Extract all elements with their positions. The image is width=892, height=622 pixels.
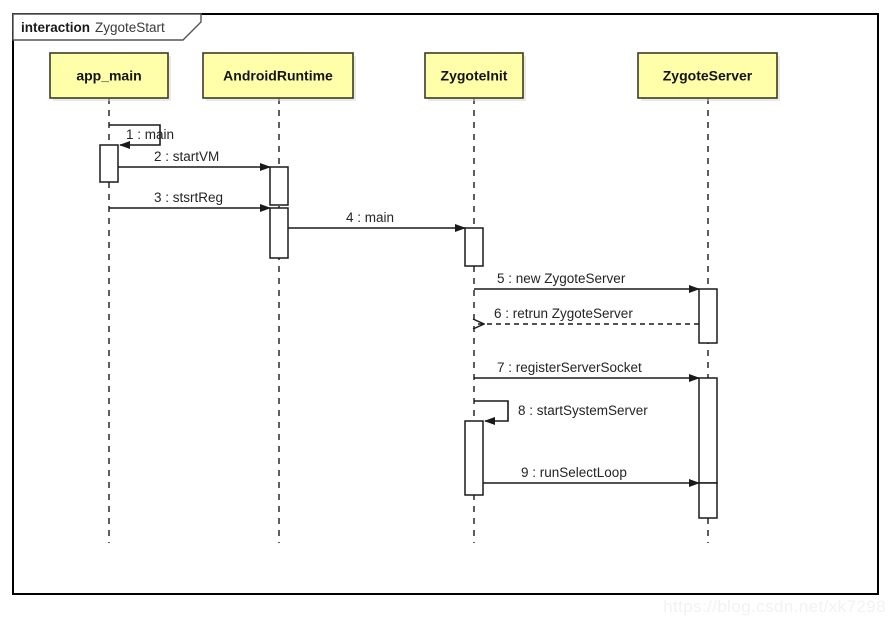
activation-bar-app_main — [99, 144, 119, 183]
message-label-4: 4 : main — [346, 210, 394, 225]
message-label-3: 3 : stsrtReg — [154, 190, 223, 205]
messages-layer: 1 : main 2 : startVM 3 : stsrtReg 4 : main 5… — [109, 124, 700, 487]
lifeline-box-AndroidRuntime[interactable] — [202, 52, 354, 99]
frame-border — [12, 13, 879, 595]
activation-bar-AndroidRuntime — [269, 207, 289, 259]
activations-layer — [99, 144, 718, 519]
lifeline-boxes-layer: app_main AndroidRuntime ZygoteInit ZygoteSe… — [49, 52, 780, 101]
message-label-5: 5 : new ZygoteServer — [497, 271, 626, 286]
message-label-6: 6 : retrun ZygoteServer — [494, 306, 633, 321]
lifeline-label-ZygoteInit: ZygoteInit — [441, 68, 508, 84]
frame-kind-label: interaction — [21, 20, 90, 35]
message-3: 3 : stsrtReg — [109, 190, 271, 212]
message-7: 7 : registerServerSocket — [474, 360, 700, 382]
message-label-8: 8 : startSystemServer — [518, 403, 648, 418]
activation-bar-ZygoteInit — [464, 420, 484, 496]
frame-tab — [12, 13, 202, 41]
message-6: 6 : retrun ZygoteServer — [474, 306, 699, 324]
message-4: 4 : main — [288, 210, 466, 232]
lifeline-box-ZygoteServer[interactable] — [637, 52, 778, 99]
message-2: 2 : startVM — [118, 149, 271, 171]
message-label-2: 2 : startVM — [154, 149, 219, 164]
message-label-1: 1 : main — [126, 127, 174, 142]
activation-bar-ZygoteInit — [464, 227, 484, 267]
lifeline-box-ZygoteInit[interactable] — [424, 52, 524, 99]
message-label-7: 7 : registerServerSocket — [497, 360, 642, 375]
message-arrow-8 — [474, 400, 509, 425]
message-label-9: 9 : runSelectLoop — [521, 465, 627, 480]
frame-name-label: ZygoteStart — [95, 20, 165, 35]
watermark-text: https://blog.csdn.net/xk7298 — [663, 597, 886, 616]
activation-bar-ZygoteServer — [698, 377, 718, 484]
activation-bar-AndroidRuntime — [269, 166, 289, 206]
lifeline-label-ZygoteServer: ZygoteServer — [663, 68, 753, 84]
message-1: 1 : main — [109, 124, 174, 149]
lifeline-box-app_main[interactable] — [49, 52, 169, 99]
activation-bar-ZygoteServer — [698, 482, 718, 519]
activation-bar-ZygoteServer — [698, 288, 718, 344]
frame-tab-label: interaction ZygoteStart — [21, 20, 165, 35]
message-9: 9 : runSelectLoop — [483, 465, 700, 487]
message-8: 8 : startSystemServer — [474, 400, 648, 425]
lifeline-label-app_main: app_main — [76, 68, 141, 84]
message-arrow-1 — [109, 124, 161, 149]
message-5: 5 : new ZygoteServer — [474, 271, 700, 293]
interaction-frame: interaction ZygoteStart — [12, 13, 879, 595]
lifeline-label-AndroidRuntime: AndroidRuntime — [223, 68, 333, 84]
